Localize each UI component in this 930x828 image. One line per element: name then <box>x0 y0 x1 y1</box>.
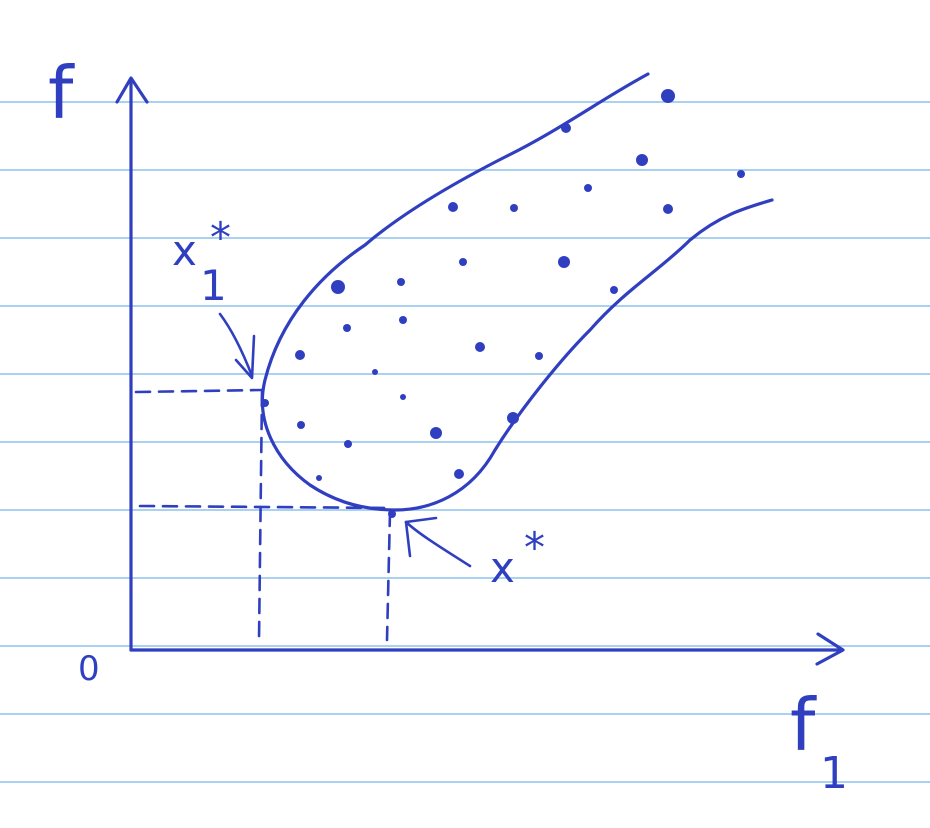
arrow-to-lower-point <box>404 520 472 568</box>
feasible-point <box>459 258 467 266</box>
upper-point-label: x <box>172 226 197 275</box>
feasible-point <box>343 324 351 332</box>
origin-label: 0 <box>78 649 100 689</box>
guide-horizontal-upper <box>134 388 264 394</box>
feasible-point <box>297 421 305 429</box>
feasible-point <box>448 202 458 212</box>
guide-vertical-left <box>257 390 264 642</box>
feasible-point <box>510 204 518 212</box>
y-axis-label: f <box>48 51 75 135</box>
x-axis-label: f <box>790 683 817 767</box>
arrow-to-upper-point <box>218 312 254 378</box>
feasible-point <box>295 350 305 360</box>
feasible-point <box>584 184 592 192</box>
x-axis-arrowhead <box>815 632 845 666</box>
lower-point-label: x <box>490 543 515 592</box>
feasible-point <box>558 256 570 268</box>
lower-point-superscript: * <box>524 523 545 572</box>
x-axis-subscript: 1 <box>820 748 848 799</box>
feasible-point <box>397 278 405 286</box>
feasible-point <box>636 154 648 166</box>
arrow-to-upper-point-head <box>234 334 256 380</box>
notebook-ruled-lines <box>0 101 930 783</box>
feasible-point <box>372 369 378 375</box>
feasible-point <box>610 286 618 294</box>
dashed-guides <box>134 388 392 642</box>
feasible-point <box>454 469 464 479</box>
y-axis-arrowhead <box>115 76 149 104</box>
arrow-to-lower-point-head <box>404 516 438 558</box>
feasible-point <box>663 204 673 214</box>
feasible-region-boundary <box>260 72 774 512</box>
feasible-point <box>261 399 269 407</box>
feasible-points <box>261 89 745 518</box>
axes <box>115 76 845 666</box>
guide-vertical-right <box>385 510 392 642</box>
feasible-point <box>388 510 396 518</box>
feasible-point <box>535 352 543 360</box>
feasible-point <box>430 427 442 439</box>
upper-point-superscript: * <box>210 213 231 262</box>
feasible-point <box>561 123 571 133</box>
guide-horizontal-lower <box>138 504 392 510</box>
feasible-point <box>507 412 519 424</box>
feasible-point <box>737 170 745 178</box>
feasible-point <box>344 440 352 448</box>
feasible-point <box>400 394 406 400</box>
upper-point-subscript: 1 <box>200 261 227 310</box>
feasible-point <box>475 342 485 352</box>
feasible-point <box>316 475 322 481</box>
feasible-point <box>399 316 407 324</box>
feasible-point <box>331 280 345 294</box>
feasible-point <box>661 89 675 103</box>
